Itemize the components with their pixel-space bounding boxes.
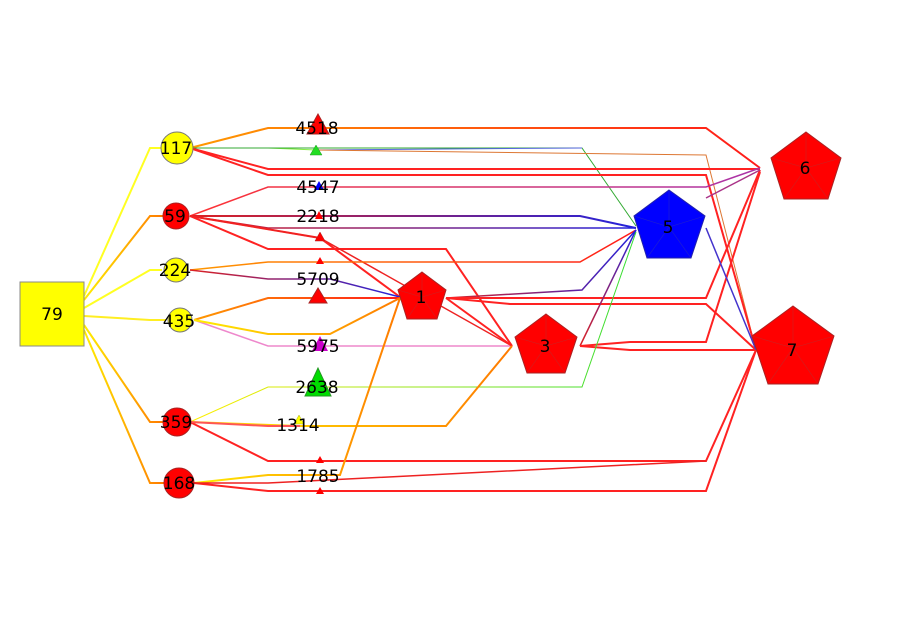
edge-359-2638 — [189, 231, 637, 423]
node-435-label: 435 — [163, 312, 195, 332]
node-4518[interactable]: 4518 — [295, 112, 339, 139]
node-435[interactable]: 435 — [163, 307, 195, 333]
node-117-label: 117 — [160, 139, 192, 159]
node-2218-label: 2218 — [296, 207, 339, 227]
edge-224-5709 — [189, 229, 637, 271]
edge-1-5 — [445, 229, 637, 299]
edge-359-7 — [189, 349, 757, 462]
edge-168-7b — [194, 460, 707, 484]
node-1785-label: 1785 — [296, 467, 339, 487]
node-2218-marker — [314, 231, 326, 242]
node-359[interactable]: 359 — [160, 407, 192, 437]
node-1785-marker — [316, 456, 324, 463]
edge-435-5709 — [193, 297, 400, 321]
node-79-label: 79 — [41, 305, 63, 325]
node-1314-label: 1314 — [276, 416, 319, 436]
node-224[interactable]: 224 — [159, 257, 191, 283]
node-168-label: 168 — [163, 474, 195, 494]
edge-79-168 — [83, 329, 164, 484]
node-224-label: 224 — [159, 261, 191, 281]
node-7[interactable]: 7 — [751, 305, 835, 385]
node-3-label: 3 — [540, 337, 551, 357]
edge-1-6 — [446, 169, 761, 299]
edge-117-5-blue — [315, 147, 583, 151]
node-168[interactable]: 168 — [163, 467, 195, 499]
edge-435-1 — [193, 297, 401, 335]
edge-359-3 — [189, 421, 300, 427]
node-4547[interactable]: 4547 — [296, 178, 339, 198]
node-5709-label: 5709 — [296, 270, 339, 290]
node-59-label: 59 — [164, 207, 186, 227]
edge-359-1314 — [189, 345, 513, 427]
edge-168-1785 — [193, 297, 401, 484]
edge-5-7 — [705, 227, 757, 351]
node-59[interactable]: 59 — [162, 202, 190, 230]
node-6[interactable]: 6 — [770, 131, 842, 200]
edge-59-4547 — [189, 167, 761, 217]
edge-117-6b — [189, 147, 760, 170]
node-4547-label: 4547 — [296, 178, 339, 198]
node-5975-label: 5975 — [296, 337, 339, 357]
node-4518-label: 4518 — [295, 119, 338, 139]
edge-79-59 — [83, 215, 163, 301]
node-7-label: 7 — [787, 341, 798, 361]
node-2218[interactable]: 2218 — [296, 207, 339, 227]
edge-117-7-thin — [315, 149, 757, 351]
edge-168-7 — [193, 349, 757, 492]
node-3[interactable]: 3 — [514, 313, 578, 374]
edge-224-1 — [189, 269, 401, 298]
edge-59-2218 — [189, 215, 636, 229]
edge-3-6 — [579, 171, 761, 347]
node-1[interactable]: 1 — [397, 271, 447, 320]
edge-117-6a — [189, 127, 761, 169]
edge-79-359 — [83, 324, 163, 423]
edge-79-435 — [83, 315, 166, 321]
node-2638-label: 2638 — [295, 378, 338, 398]
node-2638[interactable]: 2638 — [295, 366, 339, 398]
edge-3-5 — [579, 229, 637, 347]
node-5[interactable]: 5 — [633, 189, 706, 259]
edge-435-5975 — [193, 319, 512, 347]
node-1-label: 1 — [416, 288, 427, 308]
node-79[interactable]: 79 — [19, 281, 85, 347]
node-5709-marker — [316, 257, 324, 264]
edge-79-117 — [83, 147, 162, 297]
node-359-label: 359 — [160, 413, 192, 433]
node-1785[interactable]: 1785 — [296, 467, 340, 494]
node-5709[interactable]: 5709 — [296, 270, 340, 304]
node-5975[interactable]: 5975 — [296, 336, 340, 357]
node-6-label: 6 — [800, 159, 811, 179]
node-4518-marker — [309, 144, 323, 156]
node-5-label: 5 — [663, 218, 674, 238]
edge-3-7 — [579, 345, 756, 351]
node-1314[interactable]: 1314 — [276, 414, 320, 436]
edge-59-3 — [189, 215, 513, 347]
edge-1-7 — [445, 297, 757, 351]
edge-79-224 — [83, 269, 162, 309]
edge-1-3 — [445, 297, 513, 347]
edge-5-6 — [705, 169, 761, 199]
node-117[interactable]: 117 — [160, 131, 194, 165]
